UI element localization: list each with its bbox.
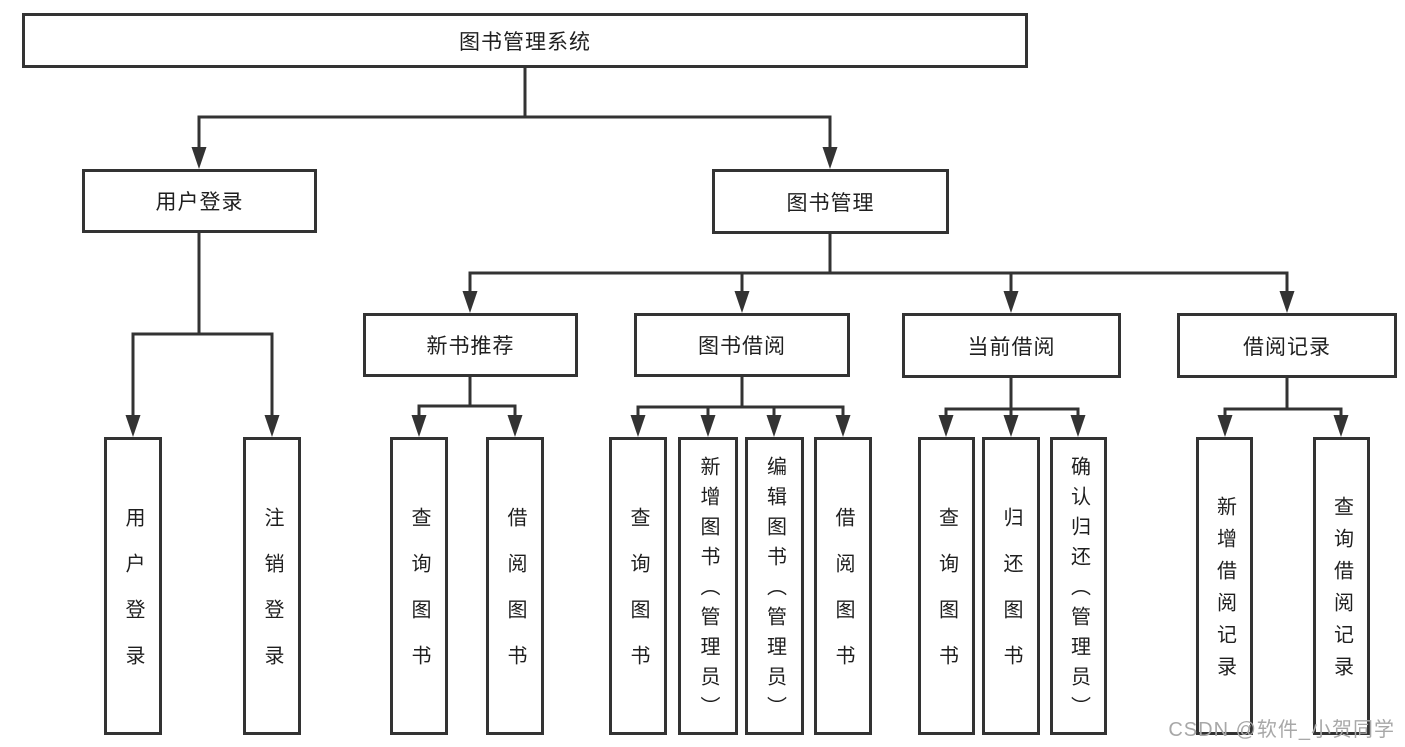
arrow-icon bbox=[822, 147, 838, 169]
node-borrow-borrow-leaf: 借阅图书 bbox=[814, 437, 872, 735]
node-current-borrow: 当前借阅 bbox=[902, 313, 1121, 378]
arrow-icon bbox=[1279, 291, 1295, 313]
arrow-icon bbox=[1003, 415, 1019, 437]
node-borrow-record-label: 借阅记录 bbox=[1243, 335, 1331, 359]
node-root: 图书管理系统 bbox=[22, 13, 1028, 68]
node-borrow-query-leaf-label: 查询图书 bbox=[627, 507, 649, 691]
node-book-borrow: 图书借阅 bbox=[634, 313, 850, 377]
node-book-mgmt-label: 图书管理 bbox=[786, 191, 875, 215]
node-borrow-edit-leaf: 编辑图书（管理员） bbox=[745, 437, 804, 735]
node-record-add-leaf: 新增借阅记录 bbox=[1196, 437, 1253, 735]
connector-borrow bbox=[636, 375, 845, 420]
node-borrow-record: 借阅记录 bbox=[1177, 313, 1397, 378]
node-borrow-query-leaf: 查询图书 bbox=[609, 437, 667, 735]
node-record-query-leaf: 查询借阅记录 bbox=[1313, 437, 1370, 735]
node-book-borrow-label: 图书借阅 bbox=[698, 335, 786, 358]
node-current-return-leaf: 归还图书 bbox=[982, 437, 1040, 735]
node-new-book-recommend: 新书推荐 bbox=[363, 313, 578, 377]
node-current-confirm-leaf-label: 确认归还（管理员） bbox=[1067, 456, 1090, 726]
arrow-icon bbox=[264, 415, 280, 437]
node-user-login-label: 用户登录 bbox=[155, 191, 244, 214]
node-current-borrow-label: 当前借阅 bbox=[967, 335, 1056, 359]
node-current-query-leaf: 查询图书 bbox=[918, 437, 975, 735]
connector-user-login bbox=[131, 231, 274, 420]
node-logout-leaf: 注销登录 bbox=[243, 437, 301, 735]
arrow-icon bbox=[630, 415, 646, 437]
node-recommend-query-leaf-label: 查询图书 bbox=[408, 507, 430, 691]
node-current-return-leaf-label: 归还图书 bbox=[1000, 507, 1022, 691]
arrow-icon bbox=[734, 291, 750, 313]
node-recommend-borrow-leaf-label: 借阅图书 bbox=[504, 507, 526, 691]
arrow-icon bbox=[1333, 415, 1349, 437]
node-borrow-add-leaf-label: 新增图书（管理员） bbox=[697, 456, 719, 726]
connector-root bbox=[197, 66, 832, 152]
arrow-icon bbox=[835, 415, 851, 437]
node-recommend-borrow-leaf: 借阅图书 bbox=[486, 437, 544, 735]
node-current-confirm-leaf: 确认归还（管理员） bbox=[1050, 437, 1107, 735]
arrow-icon bbox=[462, 291, 478, 313]
node-root-label: 图书管理系统 bbox=[459, 30, 591, 54]
connector-recommend bbox=[417, 375, 517, 420]
node-user-login: 用户登录 bbox=[82, 169, 317, 233]
node-new-book-recommend-label: 新书推荐 bbox=[426, 335, 515, 358]
arrow-icon bbox=[1217, 415, 1233, 437]
node-logout-leaf-label: 注销登录 bbox=[261, 507, 283, 691]
arrow-icon bbox=[191, 147, 207, 169]
arrow-icon bbox=[1070, 415, 1086, 437]
node-record-query-leaf-label: 查询借阅记录 bbox=[1330, 496, 1353, 688]
node-login-leaf: 用户登录 bbox=[104, 437, 162, 735]
arrow-icon bbox=[938, 415, 954, 437]
connector-book-mgmt bbox=[468, 232, 1289, 296]
node-current-query-leaf-label: 查询图书 bbox=[935, 507, 958, 691]
node-borrow-add-leaf: 新增图书（管理员） bbox=[678, 437, 738, 735]
node-login-leaf-label: 用户登录 bbox=[122, 507, 144, 691]
arrow-icon bbox=[507, 415, 523, 437]
connector-current bbox=[944, 375, 1080, 421]
node-record-add-leaf-label: 新增借阅记录 bbox=[1213, 496, 1236, 688]
connector-record bbox=[1223, 375, 1343, 421]
arrow-icon bbox=[700, 415, 716, 437]
arrow-icon bbox=[1003, 291, 1019, 313]
watermark: CSDN @软件_小贺同学 bbox=[1168, 719, 1395, 741]
arrow-icon bbox=[411, 415, 427, 437]
arrow-icon bbox=[766, 415, 782, 437]
node-recommend-query-leaf: 查询图书 bbox=[390, 437, 448, 735]
node-book-mgmt: 图书管理 bbox=[712, 169, 949, 234]
arrow-icon bbox=[125, 415, 141, 437]
node-borrow-borrow-leaf-label: 借阅图书 bbox=[832, 507, 854, 691]
node-borrow-edit-leaf-label: 编辑图书（管理员） bbox=[763, 456, 786, 726]
